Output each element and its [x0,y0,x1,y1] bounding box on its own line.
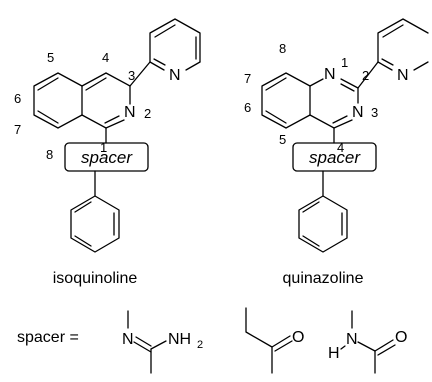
quinazoline-pyridine-nitrogen: N [397,67,409,84]
amide-h: H [328,345,340,362]
isoquinoline-pos-7: 7 [14,122,21,137]
spacer-equals-label: spacer = [17,329,79,346]
quinazoline-pos-5: 5 [279,132,286,147]
isoquinoline-pos-8: 8 [46,147,53,162]
isoquinoline-pos-1: 1 [100,140,107,155]
spacer-amide: H N O [328,310,407,374]
quinazoline-name: quinazoline [283,270,364,287]
isoquinoline-pyridyl-ring: N [129,18,201,87]
isoquinoline-pos-3: 3 [128,68,135,83]
quinazoline-pos-7: 7 [244,71,251,86]
isoquinoline-pos-2: 2 [144,106,151,121]
quinazoline-pos-4: 4 [337,140,344,155]
isoquinoline-pos-4: 4 [102,50,109,65]
quinazoline-spacer-box: spacer [292,142,377,172]
isoquinoline-structure: N N 1 2 3 4 5 6 7 8 spacer [14,18,201,287]
quinazoline-structure: N N N 1 2 3 4 5 6 7 8 spacer [244,18,429,287]
quinazoline-pos-6: 6 [244,100,251,115]
ketone-o: O [292,329,304,346]
quinazoline-pos-1: 1 [341,55,348,70]
isoquinoline-pyridine-nitrogen: N [169,67,181,84]
quinazoline-pos-2: 2 [362,68,369,83]
quinazoline-pos-3: 3 [371,105,378,120]
isoquinoline-pos-5: 5 [47,50,54,65]
isoquinoline-phenyl-ring [70,195,120,253]
spacer-ketone: O [245,307,304,374]
isoquinoline-numbering: 1 2 3 4 5 6 7 8 [14,50,151,162]
spacer-definition: spacer = N NH 2 O H N [17,307,407,374]
isoquinoline-pos-6: 6 [14,91,21,106]
quinazoline-pyridyl-ring: N [357,18,429,89]
quinazoline-n3: N [352,104,364,121]
isoquinoline-benzo-ring [33,72,83,129]
isoquinoline-name: isoquinoline [53,270,138,287]
quinazoline-pyrimidine-ring: N N [309,66,364,129]
isoquinoline-ring-nitrogen: N [124,104,136,121]
quinazoline-spacer-label: spacer [309,148,361,167]
quinazoline-n1: N [324,66,336,83]
quinazoline-pos-8: 8 [279,41,286,56]
amide-o: O [395,329,407,346]
isoquinoline-aza-ring: N [81,72,136,129]
quinazoline-phenyl-ring [298,195,348,253]
amidine-n: N [122,331,134,348]
isoquinoline-spacer-label: spacer [81,148,133,167]
amidine-subscript: 2 [197,339,203,351]
quinazoline-benzo-ring [261,72,311,129]
quinazoline-numbering: 1 2 3 4 5 6 7 8 [244,41,378,155]
spacer-amidine: N NH 2 [122,310,203,374]
amide-n: N [346,331,358,348]
amidine-nh: NH [168,331,191,348]
isoquinoline-spacer-box: spacer [64,142,149,172]
